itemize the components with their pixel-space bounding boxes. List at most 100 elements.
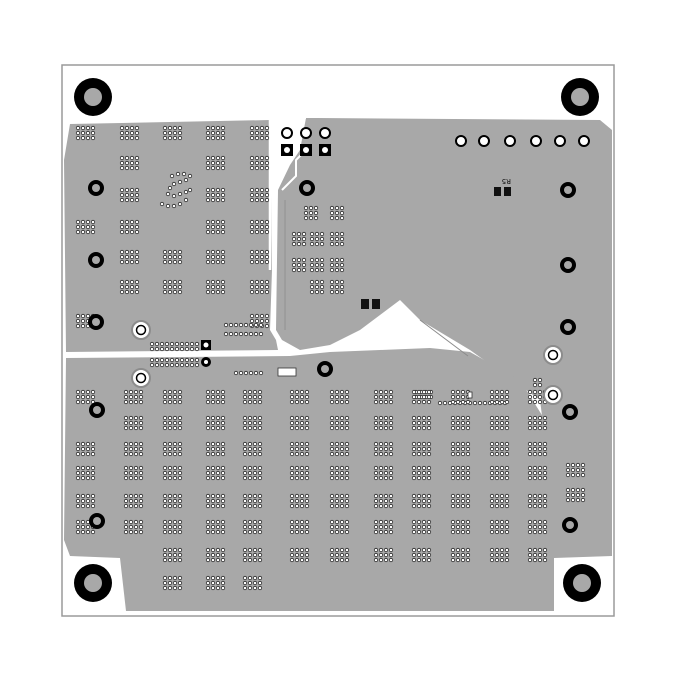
via — [329, 475, 335, 481]
via — [172, 441, 178, 447]
via — [220, 254, 226, 260]
via — [134, 229, 140, 235]
via — [314, 241, 320, 247]
via — [527, 519, 533, 525]
via — [124, 155, 130, 161]
via — [465, 493, 471, 499]
via — [259, 318, 265, 324]
via — [411, 557, 417, 563]
via — [252, 585, 258, 591]
via — [205, 192, 211, 198]
via — [299, 557, 305, 563]
via — [465, 425, 471, 431]
via — [172, 451, 178, 457]
via — [75, 130, 81, 136]
via — [177, 394, 183, 400]
via — [339, 475, 345, 481]
via — [177, 254, 183, 260]
via — [580, 487, 586, 493]
via — [177, 524, 183, 530]
edge-mounting-hole-bore — [564, 261, 572, 269]
via — [242, 547, 248, 553]
via — [411, 394, 417, 400]
via — [254, 135, 260, 141]
via — [339, 210, 345, 216]
via — [378, 557, 384, 563]
corner-mounting-hole-bore — [573, 574, 591, 592]
via — [455, 503, 461, 509]
via — [133, 493, 139, 499]
via — [215, 289, 221, 295]
via — [388, 415, 394, 421]
via — [411, 441, 417, 447]
via — [378, 425, 384, 431]
via — [294, 524, 300, 530]
via — [259, 197, 265, 203]
edge-mounting-hole-bore — [303, 184, 311, 192]
via — [329, 425, 335, 431]
via — [138, 420, 144, 426]
via — [388, 446, 394, 452]
via — [329, 493, 335, 499]
via — [373, 498, 379, 504]
via — [124, 249, 130, 255]
via — [289, 493, 295, 499]
via — [90, 451, 96, 457]
via — [426, 446, 432, 452]
via — [411, 465, 417, 471]
via — [329, 289, 335, 295]
via — [334, 415, 340, 421]
via — [329, 557, 335, 563]
via — [489, 547, 495, 553]
via — [257, 470, 263, 476]
via — [460, 399, 466, 405]
via — [172, 529, 178, 535]
via — [304, 557, 310, 563]
via — [289, 446, 295, 452]
via — [249, 125, 255, 131]
via — [249, 135, 255, 141]
via — [249, 192, 255, 198]
via — [532, 399, 538, 405]
via — [329, 465, 335, 471]
via — [223, 331, 229, 337]
via — [252, 498, 258, 504]
via — [437, 400, 443, 406]
via — [253, 370, 259, 376]
via — [314, 262, 320, 268]
via — [499, 420, 505, 426]
via — [123, 389, 129, 395]
via — [383, 415, 389, 421]
via — [249, 160, 255, 166]
via — [304, 475, 310, 481]
via — [75, 446, 81, 452]
via — [527, 389, 533, 395]
via — [299, 519, 305, 525]
via — [215, 446, 221, 452]
via — [242, 524, 248, 530]
via — [162, 470, 168, 476]
via — [247, 415, 253, 421]
via — [242, 420, 248, 426]
via — [527, 475, 533, 481]
via — [537, 425, 543, 431]
via — [254, 219, 260, 225]
via — [172, 425, 178, 431]
via — [334, 279, 340, 285]
via — [247, 547, 253, 553]
via — [527, 493, 533, 499]
via — [527, 394, 533, 400]
via — [172, 125, 178, 131]
via — [383, 389, 389, 395]
via — [123, 465, 129, 471]
via — [123, 451, 129, 457]
via — [264, 155, 270, 161]
via — [527, 498, 533, 504]
via — [205, 279, 211, 285]
via — [254, 259, 260, 265]
edge-mounting-hole-bore — [321, 365, 329, 373]
via — [215, 224, 221, 230]
via — [220, 165, 226, 171]
via — [124, 160, 130, 166]
via — [162, 451, 168, 457]
